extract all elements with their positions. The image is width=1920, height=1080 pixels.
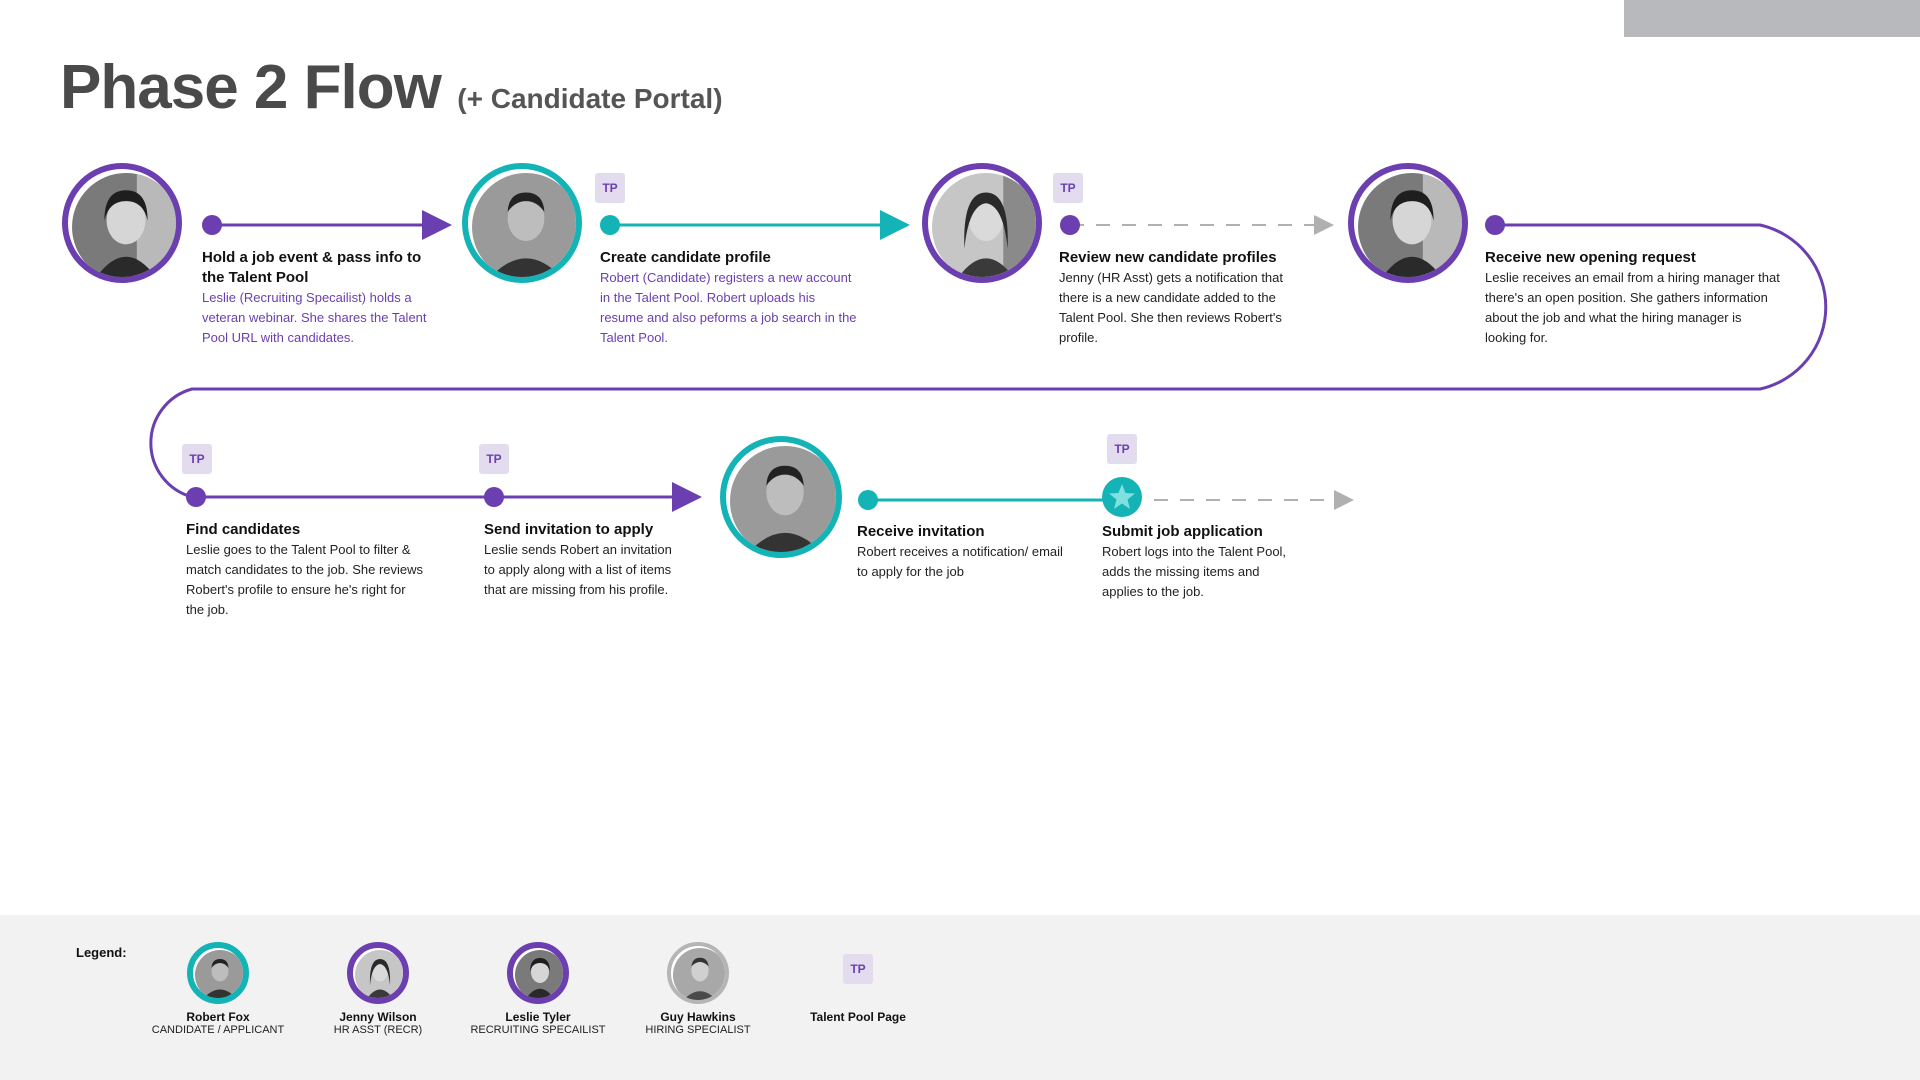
avatar-jenny-legend	[347, 942, 409, 1004]
person-icon	[673, 948, 725, 1000]
person-icon	[472, 173, 576, 277]
title-subtitle: (+ Candidate Portal)	[457, 83, 723, 114]
top-corner-bar	[1624, 0, 1920, 37]
person-icon	[730, 446, 836, 552]
legend-role: HR ASST (RECR)	[333, 1024, 423, 1036]
step-1: Hold a job event & pass info to the Tale…	[202, 248, 432, 348]
tp-badge: TP	[843, 954, 873, 984]
step-8: Submit job application Robert logs into …	[1102, 522, 1302, 602]
legend-label: Legend:	[76, 945, 127, 960]
step-2: Create candidate profile Robert (Candida…	[600, 248, 860, 348]
step-3: Review new candidate profiles Jenny (HR …	[1059, 248, 1309, 348]
step-title: Review new candidate profiles	[1059, 249, 1277, 266]
node-5	[186, 487, 206, 507]
node-1	[202, 215, 222, 235]
person-icon	[1358, 173, 1462, 277]
legend-name: Talent Pool Page	[810, 1010, 906, 1024]
step-title: Hold a job event & pass info to the Tale…	[202, 249, 422, 286]
step-title: Send invitation to apply	[484, 521, 654, 538]
step-6: Send invitation to apply Leslie sends Ro…	[484, 520, 674, 600]
step-desc: Robert logs into the Talent Pool, adds t…	[1102, 544, 1287, 599]
legend-item-talent-pool: TP Talent Pool Page	[768, 942, 948, 1024]
avatar-jenny	[922, 163, 1042, 283]
person-icon	[195, 950, 243, 998]
step-desc: Leslie sends Robert an invitation to app…	[484, 542, 672, 597]
legend-panel	[0, 915, 1920, 1080]
person-icon	[72, 173, 176, 277]
avatar-leslie-2	[1348, 163, 1468, 283]
avatar-robert-1	[462, 163, 582, 283]
avatar-robert-2	[720, 436, 842, 558]
tp-badge: TP	[182, 444, 212, 474]
star-icon	[1109, 484, 1135, 509]
tp-badge: TP	[1053, 173, 1083, 203]
node-2	[600, 215, 620, 235]
avatar-leslie-legend	[507, 942, 569, 1004]
connector-loop	[149, 223, 1828, 512]
step-title: Create candidate profile	[600, 249, 771, 266]
node-3	[1060, 215, 1080, 235]
step-desc: Robert receives a notification/ email to…	[857, 544, 1063, 579]
legend-role: RECRUITING SPECAILIST	[470, 1024, 606, 1036]
step-desc: Leslie receives an email from a hiring m…	[1485, 270, 1780, 345]
page-title: Phase 2 Flow (+ Candidate Portal)	[60, 52, 723, 123]
legend-item-robert: Robert Fox CANDIDATE / APPLICANT	[128, 942, 308, 1036]
legend-name: Robert Fox	[186, 1010, 250, 1024]
avatar-guy-legend	[667, 942, 729, 1004]
person-icon	[355, 950, 403, 998]
legend-role: CANDIDATE / APPLICANT	[151, 1024, 285, 1036]
legend-item-guy: Guy Hawkins HIRING SPECIALIST	[608, 942, 788, 1036]
legend-name: Guy Hawkins	[660, 1010, 736, 1024]
legend-item-jenny: Jenny Wilson HR ASST (RECR)	[288, 942, 468, 1036]
node-6	[484, 487, 504, 507]
step-desc: Leslie (Recruiting Specailist) holds a v…	[202, 290, 427, 345]
tp-badge: TP	[595, 173, 625, 203]
legend-item-leslie: Leslie Tyler RECRUITING SPECAILIST	[448, 942, 628, 1036]
step-desc: Leslie goes to the Talent Pool to filter…	[186, 542, 424, 617]
step-5: Find candidates Leslie goes to the Talen…	[186, 520, 426, 620]
step-title: Find candidates	[186, 521, 301, 538]
step-4: Receive new opening request Leslie recei…	[1485, 248, 1785, 348]
title-main: Phase 2 Flow	[60, 53, 442, 122]
avatar-robert-legend	[187, 942, 249, 1004]
step-title: Receive invitation	[857, 523, 985, 540]
legend-name: Jenny Wilson	[339, 1010, 417, 1024]
tp-badge: TP	[1107, 434, 1137, 464]
person-icon	[515, 950, 563, 998]
node-4	[1485, 215, 1505, 235]
step-desc: Jenny (HR Asst) gets a notification that…	[1059, 270, 1283, 345]
step-desc: Robert (Candidate) registers a new accou…	[600, 270, 857, 345]
legend-role: HIRING SPECIALIST	[645, 1024, 751, 1036]
step-title: Receive new opening request	[1485, 249, 1696, 266]
step-title: Submit job application	[1102, 523, 1263, 540]
node-7	[858, 490, 878, 510]
avatar-leslie-1	[62, 163, 182, 283]
step-7: Receive invitation Robert receives a not…	[857, 522, 1067, 582]
legend-name: Leslie Tyler	[505, 1010, 571, 1024]
tp-badge: TP	[479, 444, 509, 474]
person-icon	[932, 173, 1036, 277]
